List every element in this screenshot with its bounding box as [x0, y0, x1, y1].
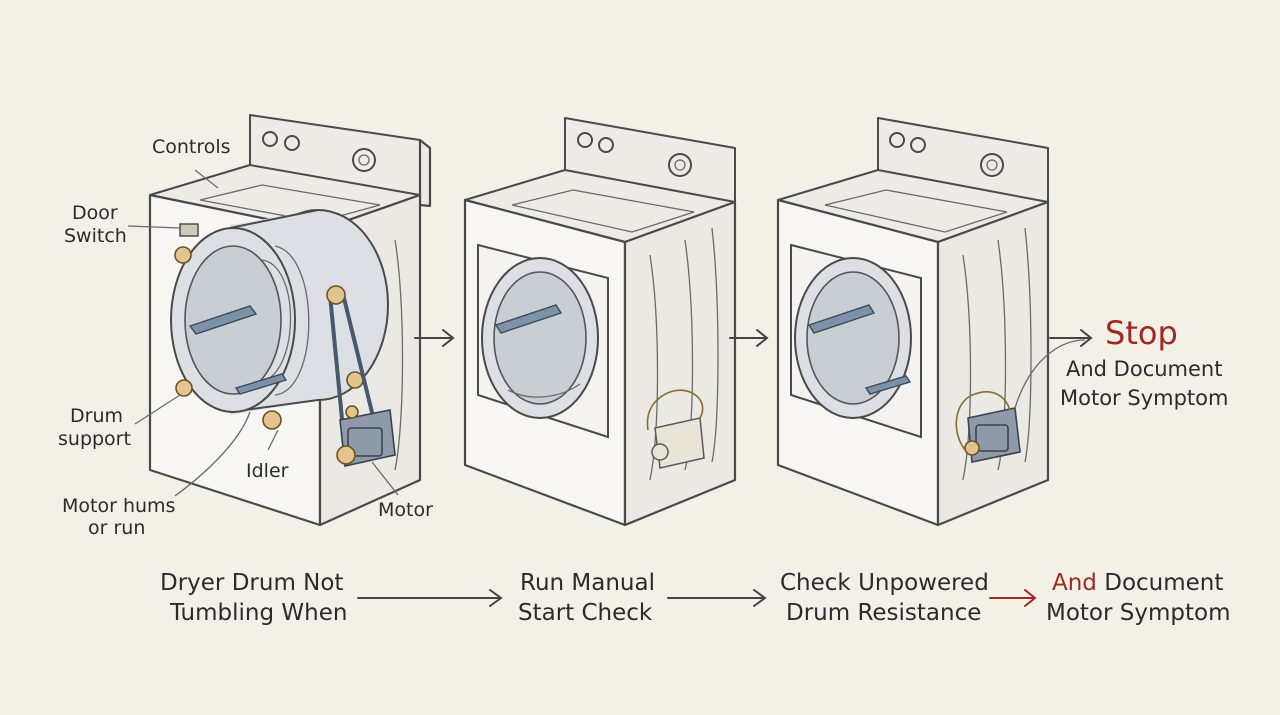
- flow-arrow-3-red: [989, 589, 1037, 607]
- label-drum-support-line2: support: [58, 428, 131, 450]
- dryer-2: [463, 117, 737, 527]
- label-motor-hums-line2: or run: [88, 517, 145, 539]
- flow-arrow-1: [357, 589, 503, 607]
- step-1-caption: Dryer Drum Not Tumbling When: [160, 570, 347, 626]
- arrow-dryer1-to-dryer2: [414, 329, 455, 347]
- step-1-line2: Tumbling When: [169, 600, 347, 626]
- label-controls: Controls: [152, 136, 231, 158]
- label-door-switch-line2: Switch: [64, 225, 127, 247]
- arrow-dryer2-to-dryer3: [729, 329, 769, 347]
- dryer-3: [776, 117, 1086, 527]
- step-4-line2: Motor Symptom: [1046, 600, 1230, 626]
- step-4-line1: And Document: [1052, 570, 1223, 596]
- arrow-dryer3-to-stop: [1049, 329, 1093, 347]
- step-4-caption: And Document Motor Symptom: [1046, 570, 1230, 626]
- step-1-line1: Dryer Drum Not: [160, 570, 343, 596]
- label-motor-hums-line1: Motor hums: [62, 495, 175, 517]
- label-drum-support-line1: Drum: [70, 405, 123, 427]
- dryer-1-cutaway: [127, 114, 432, 527]
- label-idler: Idler: [246, 460, 289, 482]
- step-3-caption: Check Unpowered Drum Resistance: [780, 570, 989, 626]
- step-2-line2: Start Check: [518, 600, 653, 626]
- stop-note-line1: And Document: [1066, 357, 1222, 381]
- label-door-switch-line1: Door: [72, 202, 118, 224]
- step-2-caption: Run Manual Start Check: [518, 570, 655, 626]
- label-motor: Motor: [378, 499, 433, 521]
- step-4-and-red: And: [1052, 570, 1097, 596]
- step-4-line1-rest: Document: [1097, 570, 1223, 596]
- step-3-line2: Drum Resistance: [786, 600, 981, 626]
- stop-note-line2: Motor Symptom: [1060, 386, 1228, 410]
- step-2-line1: Run Manual: [520, 570, 655, 596]
- flow-arrow-2: [667, 589, 767, 607]
- step-3-line1: Check Unpowered: [780, 570, 989, 596]
- stop-title: Stop: [1105, 314, 1178, 352]
